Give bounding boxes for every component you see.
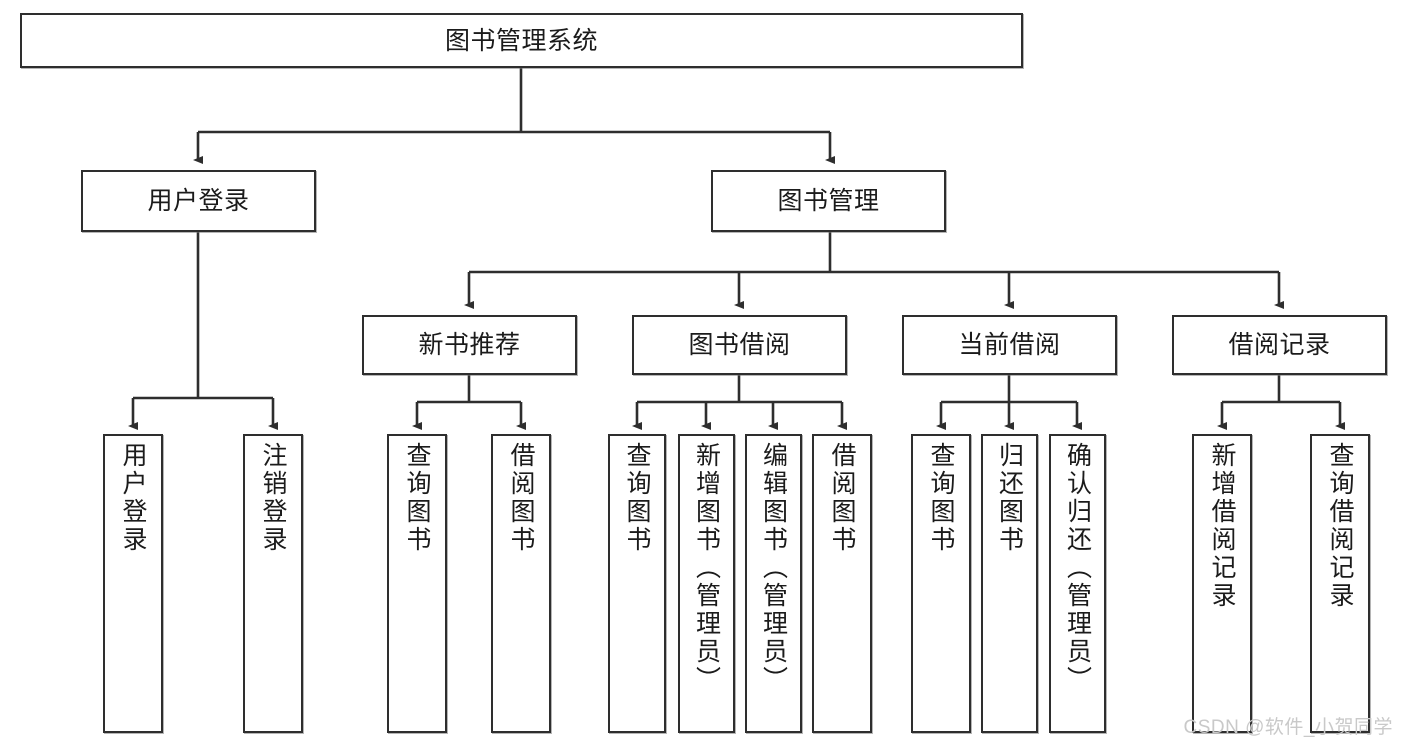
node-label: 借阅记录 [1228, 331, 1331, 359]
node-label: 新增借阅记录 [1208, 442, 1236, 610]
node-label: 用户登录 [147, 187, 250, 215]
node-current-borrow[interactable]: 当前借阅 [902, 315, 1117, 375]
node-label: 归还图书 [995, 442, 1024, 554]
node-book-borrow[interactable]: 图书借阅 [632, 315, 847, 375]
leaf-user-login-logout[interactable]: 注销登录 [243, 434, 303, 733]
leaf-borrow-add-book-admin[interactable]: 新增图书（管理员） [678, 434, 735, 733]
leaf-borrow-borrow-book[interactable]: 借阅图书 [812, 434, 872, 733]
node-label: 借阅图书 [507, 442, 535, 554]
node-label: 新书推荐 [418, 331, 521, 359]
csdn-watermark: CSDN @软件_小贺同学 [1183, 717, 1393, 738]
node-new-book-recommend[interactable]: 新书推荐 [362, 315, 577, 375]
node-label: 借阅图书 [828, 442, 856, 554]
node-label: 新增图书（管理员） [692, 442, 721, 694]
node-label: 图书借阅 [688, 331, 791, 359]
node-label: 图书管理系统 [444, 26, 598, 55]
leaf-user-login-login[interactable]: 用户登录 [103, 434, 163, 733]
leaf-record-query-record[interactable]: 查询借阅记录 [1310, 434, 1370, 733]
leaf-borrow-edit-book-admin[interactable]: 编辑图书（管理员） [745, 434, 802, 733]
leaf-recommend-borrow-book[interactable]: 借阅图书 [491, 434, 551, 733]
node-user-login[interactable]: 用户登录 [81, 170, 316, 232]
node-label: 查询图书 [403, 442, 431, 554]
node-label: 查询图书 [927, 442, 955, 554]
node-label: 图书管理 [777, 187, 880, 215]
leaf-record-add-record[interactable]: 新增借阅记录 [1192, 434, 1252, 733]
node-label: 编辑图书（管理员） [759, 442, 788, 694]
node-label: 当前借阅 [958, 331, 1061, 359]
leaf-borrow-query-book[interactable]: 查询图书 [608, 434, 666, 733]
node-book-management[interactable]: 图书管理 [711, 170, 946, 232]
node-label: 查询借阅记录 [1326, 442, 1354, 610]
node-label: 查询图书 [623, 442, 651, 554]
leaf-current-confirm-return-admin[interactable]: 确认归还（管理员） [1049, 434, 1106, 733]
leaf-current-return-book[interactable]: 归还图书 [981, 434, 1038, 733]
node-label: 注销登录 [259, 442, 287, 554]
node-label: 确认归还（管理员） [1063, 442, 1092, 694]
leaf-current-query-book[interactable]: 查询图书 [911, 434, 971, 733]
node-label: 用户登录 [119, 442, 147, 554]
leaf-recommend-query-book[interactable]: 查询图书 [387, 434, 447, 733]
node-borrow-record[interactable]: 借阅记录 [1172, 315, 1387, 375]
node-root-system[interactable]: 图书管理系统 [20, 13, 1023, 68]
